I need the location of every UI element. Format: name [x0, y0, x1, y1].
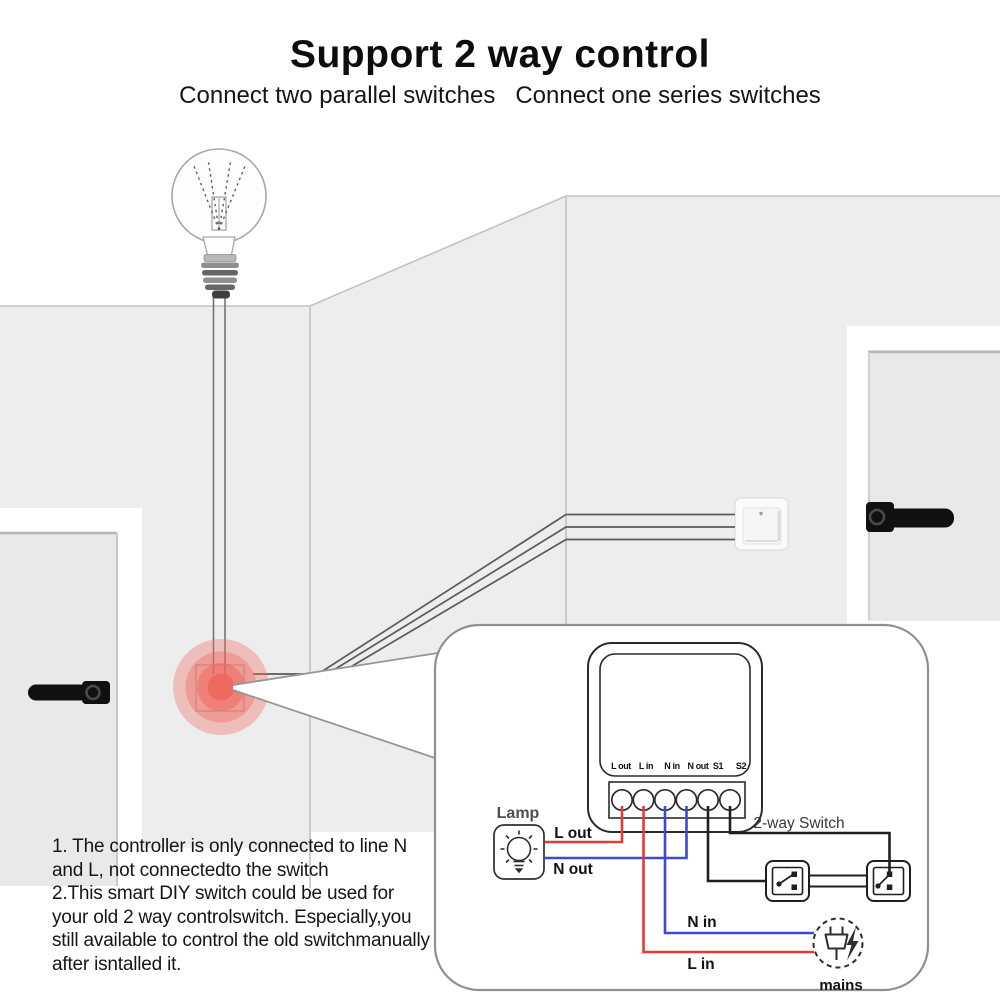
bulb-filament — [193, 158, 246, 231]
wall-wire-1 — [253, 513, 735, 675]
wiring-inset: L out L in N in N out S1 S2 — [433, 623, 930, 994]
callout-line-top — [232, 652, 439, 686]
device-terminal-labels: L out L in N in N out S1 S2 — [611, 761, 747, 771]
switch-box-right — [866, 860, 911, 902]
terminal-label-s2: S2 — [736, 761, 747, 771]
switch-lever-left — [778, 873, 794, 885]
lightning-bolt-icon — [846, 927, 859, 961]
contact — [791, 871, 797, 877]
lamp-base-tip — [514, 868, 524, 874]
right-door — [847, 326, 1000, 628]
two-way-switches — [765, 860, 911, 902]
callout-wedge — [233, 653, 437, 759]
lamp-bulb-icon — [500, 830, 538, 874]
contact — [886, 884, 893, 890]
lamp-symbol: Lamp — [493, 805, 545, 880]
screw-ridge — [201, 262, 239, 268]
handle-bar — [886, 508, 954, 528]
lamp-label: Lamp — [497, 805, 540, 822]
page-subtitle: Connect two parallel switches Connect on… — [179, 82, 821, 109]
device-faceplate — [599, 653, 751, 777]
instruction-notes: 1. The controller is only connected to l… — [52, 836, 430, 975]
switch-box-left — [765, 860, 810, 902]
mains-symbol: mains — [812, 917, 864, 994]
left-door-handle — [28, 681, 110, 704]
contact — [791, 884, 797, 890]
screw-tip — [212, 290, 230, 299]
terminal-label-nin: N in — [664, 761, 679, 771]
screw-ridge — [205, 284, 235, 290]
zoom-callout — [232, 652, 439, 760]
highlight-rings — [173, 639, 269, 735]
n-out-label: N out — [553, 861, 593, 878]
bulb-neck — [202, 236, 236, 258]
left-door — [0, 508, 142, 892]
handle-ring — [868, 508, 886, 526]
wire-l-out — [545, 806, 624, 844]
handle-base — [866, 502, 894, 532]
wall-switch — [734, 497, 789, 551]
ceiling-lamp — [171, 148, 267, 674]
lamp-bulb-circle — [506, 836, 532, 862]
switch-rocker — [742, 507, 782, 545]
ceiling-edge-line — [0, 195, 1000, 307]
left-door-panel — [0, 532, 117, 886]
wire-n-in — [663, 806, 814, 935]
wire-s1 — [706, 806, 766, 883]
right-door-panel — [868, 350, 1000, 621]
bulb-collar — [203, 254, 237, 262]
switch-box-right-inner — [872, 866, 905, 896]
mains-circle — [812, 917, 864, 969]
mains-label: mains — [819, 977, 862, 994]
bulb-screw-base — [201, 262, 239, 299]
plug-icon — [824, 926, 849, 960]
handle-ring — [85, 684, 101, 701]
lamp-box — [493, 824, 545, 880]
highlight-center — [207, 673, 235, 701]
terminal-screws — [610, 788, 742, 812]
lamp-ray — [505, 858, 510, 864]
terminal-label-lin: L in — [639, 761, 653, 771]
contact — [886, 871, 893, 877]
smart-switch-device: L out L in N in N out S1 S2 — [587, 642, 763, 833]
plug-body — [824, 933, 849, 950]
switch-box-left-inner — [771, 866, 804, 896]
screw-ridge — [203, 277, 237, 283]
switch-lever-right — [877, 874, 890, 887]
handle-bar — [28, 684, 88, 701]
two-way-switch-label: 2-way Switch — [753, 815, 844, 832]
wire-l-in — [642, 806, 814, 954]
lamp-ray — [505, 834, 510, 840]
terminal-label-nout: N out — [688, 761, 709, 771]
l-out-label: L out — [554, 825, 592, 842]
n-in-label: N in — [687, 914, 716, 931]
wire-n-out — [545, 806, 688, 860]
inset-wires — [545, 806, 891, 954]
filament-ray — [218, 158, 232, 231]
screw-ridge — [202, 270, 238, 276]
terminal-label-lout: L out — [611, 761, 631, 771]
terminal-label-s1: S1 — [713, 761, 724, 771]
l-in-label: L in — [687, 956, 714, 973]
right-door-handle — [866, 502, 954, 532]
callout-line-bottom — [232, 689, 439, 760]
wire-s2 — [728, 806, 891, 872]
lamp-ray — [528, 834, 533, 840]
page-title: Support 2 way control — [289, 33, 711, 76]
lamp-ray — [528, 858, 533, 864]
switch-indicator-dot — [759, 511, 763, 516]
